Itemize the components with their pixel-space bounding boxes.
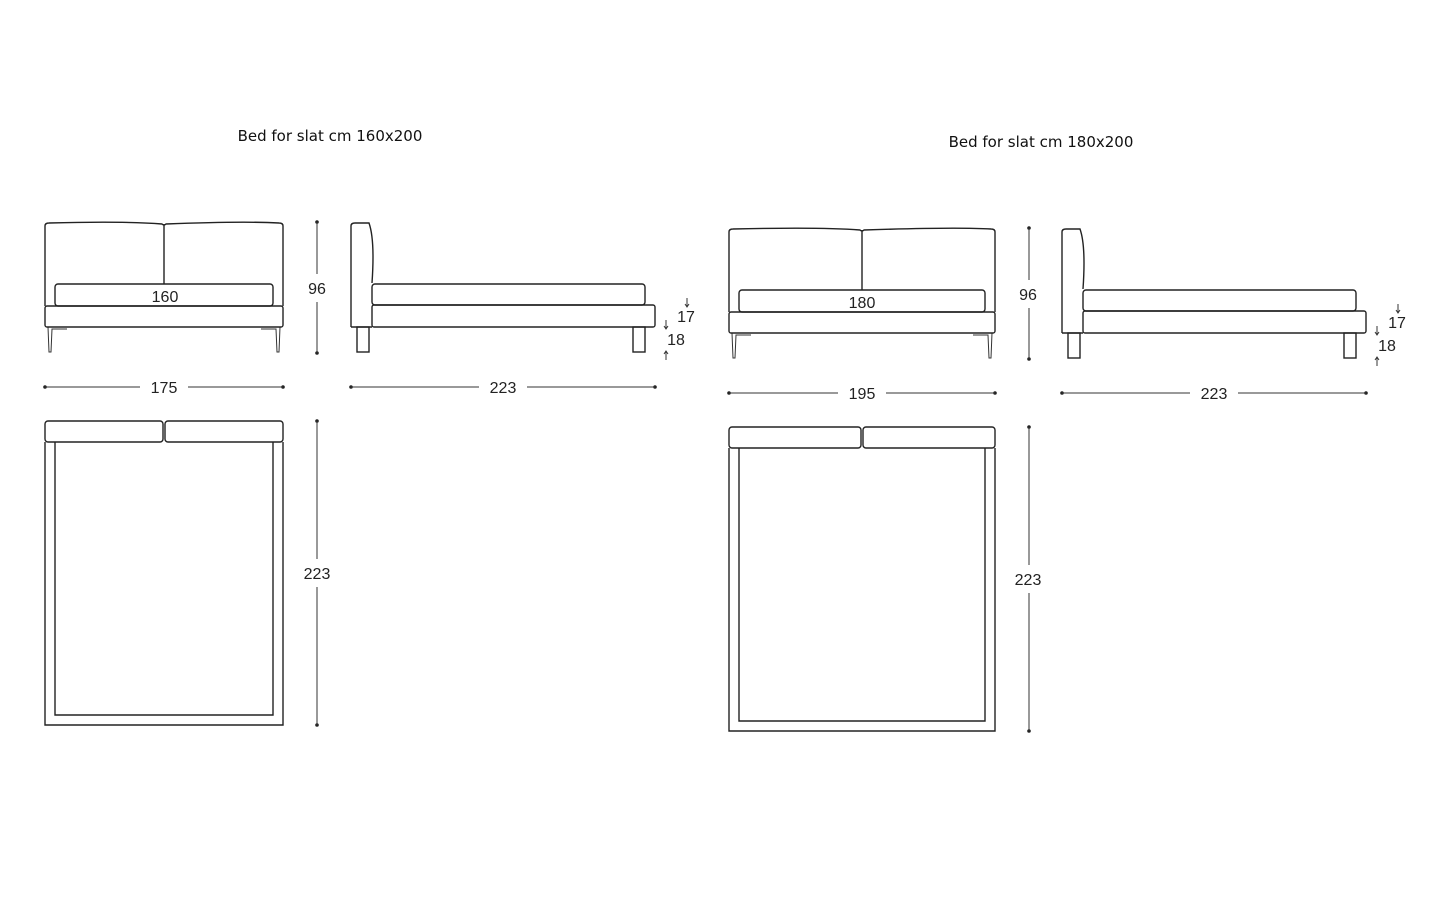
leg-side-back: [356, 326, 370, 353]
mattress-side: [1082, 289, 1357, 312]
headboard-front: [728, 227, 996, 312]
bed-base-front: [728, 311, 996, 334]
leg-side-front: [1343, 332, 1357, 359]
headboard-side: [1061, 228, 1085, 333]
bed-base-side: [371, 304, 656, 328]
bed-base-side: [1082, 310, 1367, 334]
base-height-arrow: [684, 298, 690, 308]
pillow-top-right: [862, 426, 996, 449]
leg-front-left: [731, 332, 751, 359]
leg-height-arrow: [1374, 356, 1380, 366]
headboard-front: [44, 221, 284, 306]
base-height-label: 17: [677, 309, 695, 326]
leg-height-arrow: [663, 350, 669, 360]
front-height-label: 96: [308, 281, 326, 298]
leg-front-left: [47, 326, 67, 353]
base-height-arrow: [1395, 304, 1401, 314]
pillow-top-left: [44, 420, 164, 443]
front-width-label: 175: [151, 380, 178, 397]
front-inner-width-label: 180: [849, 295, 876, 312]
bed-frame-top: [44, 442, 284, 726]
leg-height-label: 18: [667, 332, 685, 349]
leg-front-right: [973, 332, 993, 359]
leg-side-front: [632, 326, 646, 353]
bed-base-front: [44, 305, 284, 328]
leg-height-arrow: [663, 320, 669, 330]
pillow-top-right: [164, 420, 284, 443]
leg-side-back: [1067, 332, 1081, 359]
mattress-top: [54, 442, 274, 716]
mattress-side: [371, 283, 646, 306]
base-height-label: 17: [1388, 315, 1406, 332]
bed-frame-top: [728, 448, 996, 732]
leg-height-label: 18: [1378, 338, 1396, 355]
leg-front-right: [261, 326, 281, 353]
front-width-label: 195: [849, 386, 876, 403]
leg-height-arrow: [1374, 326, 1380, 336]
front-height-label: 96: [1019, 287, 1037, 304]
bed-160-drawing: Bed for slat cm 160x200 160 96 175 223 1…: [43, 127, 695, 727]
pillow-top-left: [728, 426, 862, 449]
bed-180-drawing: Bed for slat cm 180x200 180 96 195 223 1…: [727, 133, 1406, 733]
side-length-label: 223: [1201, 386, 1228, 403]
headboard-side: [350, 222, 374, 327]
front-inner-width-label: 160: [152, 289, 179, 306]
bed-title: Bed for slat cm 180x200: [949, 133, 1134, 151]
bed-title: Bed for slat cm 160x200: [238, 127, 423, 145]
mattress-top: [738, 448, 986, 722]
side-length-label: 223: [490, 380, 517, 397]
top-length-label: 223: [304, 566, 331, 583]
top-length-label: 223: [1015, 572, 1042, 589]
